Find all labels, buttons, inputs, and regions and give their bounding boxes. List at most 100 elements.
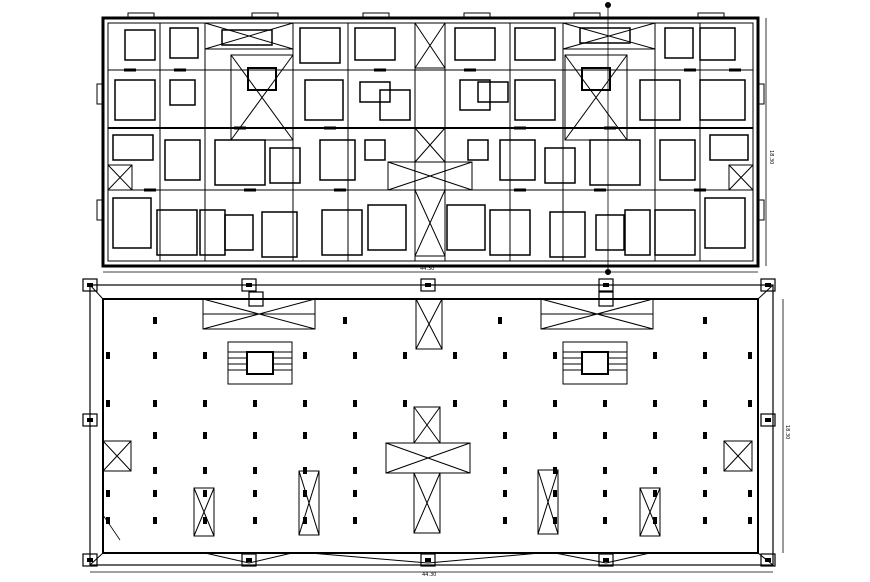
upper-room-fixture bbox=[459, 79, 491, 111]
perimeter-footing-core bbox=[246, 283, 252, 287]
upper-room-fixture bbox=[112, 134, 154, 161]
column-marker bbox=[503, 352, 507, 359]
lower-shaft bbox=[193, 487, 215, 537]
column-marker bbox=[203, 400, 207, 407]
upper-room-fixture bbox=[114, 79, 156, 121]
column-marker bbox=[603, 517, 607, 524]
upper-top-stub bbox=[251, 12, 279, 20]
upper-room-fixture bbox=[169, 27, 199, 59]
perimeter-footing-core bbox=[425, 558, 431, 562]
lower-floor-plan bbox=[82, 278, 784, 573]
upper-room-fixture bbox=[304, 79, 344, 121]
column-marker bbox=[503, 467, 507, 474]
column-marker bbox=[353, 352, 357, 359]
upper-room-fixtures bbox=[112, 27, 749, 258]
lower-column-grid bbox=[106, 317, 752, 524]
column-marker bbox=[703, 490, 707, 497]
column-marker bbox=[353, 467, 357, 474]
upper-room-fixture bbox=[261, 211, 298, 258]
column-marker bbox=[453, 352, 457, 359]
lower-edge-brace bbox=[309, 552, 541, 564]
column-marker bbox=[106, 400, 110, 407]
column-marker bbox=[353, 432, 357, 439]
perimeter-footing-core bbox=[765, 558, 771, 562]
upper-top-stub bbox=[362, 12, 390, 20]
upper-room-fixture bbox=[199, 209, 226, 256]
upper-room-fixture bbox=[164, 139, 201, 181]
upper-room-fixture bbox=[654, 209, 696, 256]
lower-brace bbox=[757, 284, 774, 300]
perimeter-footing-core bbox=[603, 283, 609, 287]
upper-top-stub bbox=[463, 12, 491, 20]
column-marker bbox=[253, 467, 257, 474]
upper-room-fixture bbox=[489, 209, 531, 256]
column-marker bbox=[403, 352, 407, 359]
upper-floor-plan bbox=[96, 2, 767, 275]
upper-room-fixture bbox=[359, 81, 391, 103]
lower-void-right bbox=[723, 440, 753, 472]
column-marker bbox=[748, 490, 752, 497]
lower-outer-beam bbox=[89, 284, 774, 566]
lower-void-top-center bbox=[415, 298, 443, 350]
upper-void-center-cross bbox=[387, 161, 473, 191]
column-marker bbox=[553, 517, 557, 524]
column-marker bbox=[553, 432, 557, 439]
column-marker bbox=[303, 432, 307, 439]
column-marker bbox=[653, 467, 657, 474]
column-marker bbox=[203, 352, 207, 359]
perimeter-footing bbox=[420, 553, 436, 567]
column-marker bbox=[303, 517, 307, 524]
perimeter-footing bbox=[241, 278, 257, 292]
upper-room-fixture bbox=[214, 139, 266, 186]
column-marker bbox=[153, 432, 157, 439]
upper-side-stub bbox=[96, 199, 104, 221]
upper-room-fixture bbox=[544, 147, 576, 184]
lower-brace bbox=[89, 284, 104, 300]
upper-room-fixture bbox=[321, 209, 363, 256]
column-marker bbox=[253, 400, 257, 407]
perimeter-footing bbox=[420, 278, 436, 292]
perimeter-footing bbox=[82, 278, 98, 292]
column-marker bbox=[503, 517, 507, 524]
upper-room-fixture bbox=[704, 197, 746, 249]
column-marker bbox=[303, 490, 307, 497]
column-marker bbox=[353, 400, 357, 407]
column-marker bbox=[403, 400, 407, 407]
column-marker bbox=[453, 400, 457, 407]
upper-room-fixture bbox=[169, 79, 196, 106]
perimeter-footing bbox=[760, 553, 776, 567]
column-marker bbox=[553, 352, 557, 359]
upper-room-fixture bbox=[364, 139, 386, 161]
upper-room-fixture bbox=[499, 139, 536, 181]
column-marker bbox=[653, 517, 657, 524]
perimeter-footing bbox=[760, 278, 776, 292]
column-marker bbox=[353, 517, 357, 524]
upper-room-fixture bbox=[699, 27, 736, 61]
section-marker-bottom bbox=[605, 269, 611, 275]
lower-edge-brace bbox=[554, 552, 651, 564]
upper-room-fixture bbox=[595, 214, 625, 251]
column-marker bbox=[603, 432, 607, 439]
upper-room-fixture bbox=[454, 27, 496, 61]
lower-width-dimension: 44.30 bbox=[422, 572, 436, 578]
upper-room-fixture bbox=[589, 139, 641, 186]
upper-void-center-mid bbox=[414, 127, 446, 163]
lower-stair-left bbox=[227, 341, 293, 385]
column-marker bbox=[153, 317, 157, 324]
column-marker bbox=[303, 467, 307, 474]
upper-room-fixture bbox=[624, 209, 651, 256]
perimeter-footing bbox=[598, 278, 614, 292]
perimeter-footing-core bbox=[765, 283, 771, 287]
column-marker bbox=[703, 517, 707, 524]
upper-room-fixture bbox=[354, 27, 396, 61]
lower-void-top-left bbox=[202, 291, 316, 330]
upper-room-fixture bbox=[514, 79, 556, 121]
column-marker bbox=[703, 432, 707, 439]
upper-top-stub bbox=[573, 12, 601, 20]
column-marker bbox=[653, 352, 657, 359]
perimeter-footing-core bbox=[425, 283, 431, 287]
column-marker bbox=[703, 400, 707, 407]
column-marker bbox=[748, 517, 752, 524]
lower-edge-brace bbox=[204, 552, 293, 564]
upper-room-fixture bbox=[514, 27, 556, 61]
